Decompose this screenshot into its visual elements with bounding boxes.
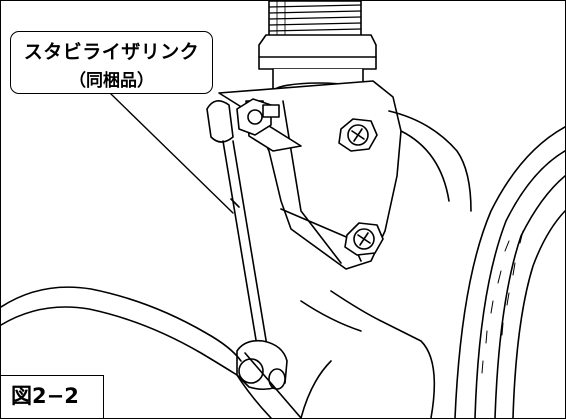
callout-title: スタビライザリンク <box>23 41 200 63</box>
stabilizer-link-rod <box>222 140 268 347</box>
knuckle-arm <box>300 110 472 418</box>
wheel-tire <box>454 126 565 418</box>
part-callout: スタビライザリンク （同梱品） <box>10 31 213 94</box>
bolt-lower <box>344 222 384 256</box>
link-bottom-joint <box>236 339 288 391</box>
callout-leader-line <box>110 93 234 214</box>
figure-number-label: 図2−2 <box>1 375 104 418</box>
bolt-upper <box>338 118 378 152</box>
stabilizer-bar <box>1 286 302 418</box>
link-top-nut <box>236 98 280 136</box>
link-top-joint <box>206 100 234 143</box>
callout-subtitle: （同梱品） <box>69 71 154 91</box>
